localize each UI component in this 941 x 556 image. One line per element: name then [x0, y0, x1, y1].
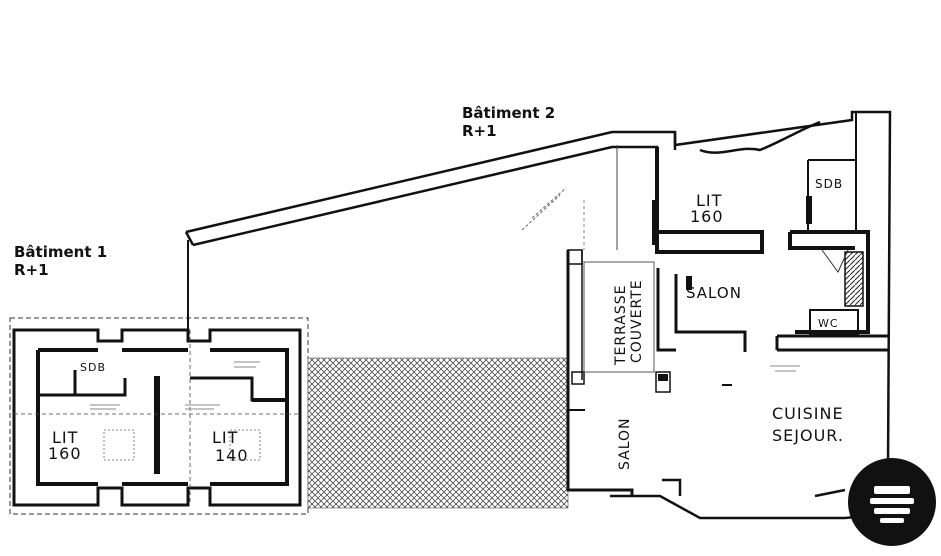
tiled-courtyard	[307, 357, 569, 509]
room-sejour: SEJOUR.	[772, 426, 844, 445]
room-lit-label: LIT	[52, 428, 78, 447]
stairs	[844, 251, 864, 307]
room-terrasse-1: TERRASSE	[613, 285, 629, 366]
building-2-level: R+1	[462, 122, 497, 140]
sdb-partition	[38, 370, 127, 397]
building-1-outer-wall	[12, 328, 302, 507]
wc-room	[809, 309, 859, 335]
room-lit-size: 160	[690, 207, 724, 226]
room-sdb-b1: SDB	[80, 361, 106, 374]
corner-logo-icon	[848, 458, 936, 546]
sloped-wall	[184, 130, 677, 330]
building-2	[566, 110, 907, 520]
building-1-level: R+1	[14, 261, 49, 279]
bed-marker	[229, 429, 261, 461]
room-lit-size: 140	[215, 446, 249, 465]
bed-marker	[103, 429, 135, 461]
building-1-name: Bâtiment 1	[14, 243, 107, 261]
room-lit-label: LIT	[696, 191, 722, 210]
room-lit-label: LIT	[212, 428, 238, 447]
room-wc: WC	[818, 317, 839, 330]
corridor-partition	[190, 376, 287, 402]
building-1	[9, 317, 309, 515]
room-lit-size: 160	[48, 444, 82, 463]
room-salon-top: SALON	[686, 284, 742, 302]
room-salon-bottom: SALON	[617, 417, 633, 470]
terrasse-area	[583, 261, 655, 373]
building-2-name: Bâtiment 2	[462, 104, 555, 122]
room-cuisine: CUISINE	[772, 404, 844, 423]
room-sdb-b2: SDB	[815, 177, 843, 191]
building-1-inner-wall	[36, 348, 289, 486]
room-terrasse-2: COUVERTE	[629, 279, 645, 363]
